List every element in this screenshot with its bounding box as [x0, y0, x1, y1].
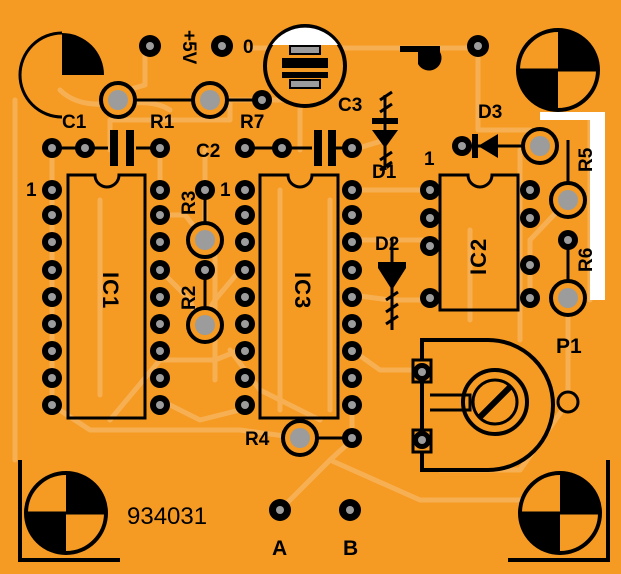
fiducial-bottom-right [508, 460, 610, 562]
ic3-pin1-label: 1 [220, 180, 231, 201]
fiducial-bottom-left [18, 460, 120, 562]
r6-resistor [549, 230, 587, 317]
r5-label: R5 [576, 147, 597, 172]
c1-capacitor [42, 130, 170, 166]
r5-resistor [549, 140, 587, 219]
r2-resistor [186, 260, 224, 344]
ic1-outline [66, 173, 147, 420]
r3-resistor [186, 180, 224, 259]
ic3-outline [258, 173, 340, 420]
supply-pads [139, 35, 233, 57]
plus5-label: +5V [178, 30, 199, 65]
top-component [400, 35, 489, 71]
c3-capacitor [263, 24, 347, 108]
d3-label: D3 [478, 102, 503, 123]
ic1-pads [42, 180, 170, 415]
ic1-label: IC1 [98, 272, 123, 310]
r4-resistor [281, 419, 362, 457]
ic2-pads [420, 180, 540, 308]
zero-label: 0 [243, 37, 254, 58]
fiducial-top-right [516, 28, 600, 112]
ic1-pin1-label: 1 [26, 180, 37, 201]
p1-trimmer [411, 338, 580, 472]
board-id-label: 934031 [127, 503, 208, 530]
r7-label: R7 [240, 112, 265, 133]
c2-capacitor [235, 130, 362, 166]
d2-diode [378, 238, 406, 330]
r2-label: R2 [179, 285, 200, 310]
c3-label: C3 [338, 95, 363, 116]
copper-traces [12, 45, 593, 513]
p1-label: P1 [556, 335, 582, 358]
d3-diode [452, 127, 559, 165]
terminal-a-label: A [272, 537, 288, 560]
d1-diode [372, 90, 398, 172]
terminal-b-label: B [343, 537, 359, 560]
ic3-label: IC3 [290, 272, 315, 310]
c2-label: C2 [196, 141, 221, 162]
r3-label: R3 [179, 190, 200, 215]
ic3-pads [235, 180, 362, 415]
ic2-pin1-label: 1 [424, 149, 435, 170]
board-cutout [540, 112, 605, 300]
r1-label: R1 [150, 112, 175, 133]
terminal-pads [269, 499, 361, 521]
r6-label: R6 [576, 247, 597, 272]
ic2-outline [438, 173, 520, 312]
d1-label: D1 [372, 162, 397, 183]
fiducial-top-left [18, 31, 104, 119]
r7-resistor [191, 81, 272, 119]
ic2-label: IC2 [466, 237, 491, 275]
r4-label: R4 [245, 429, 270, 450]
c1-label: C1 [62, 112, 87, 133]
d2-label: D2 [375, 234, 400, 255]
